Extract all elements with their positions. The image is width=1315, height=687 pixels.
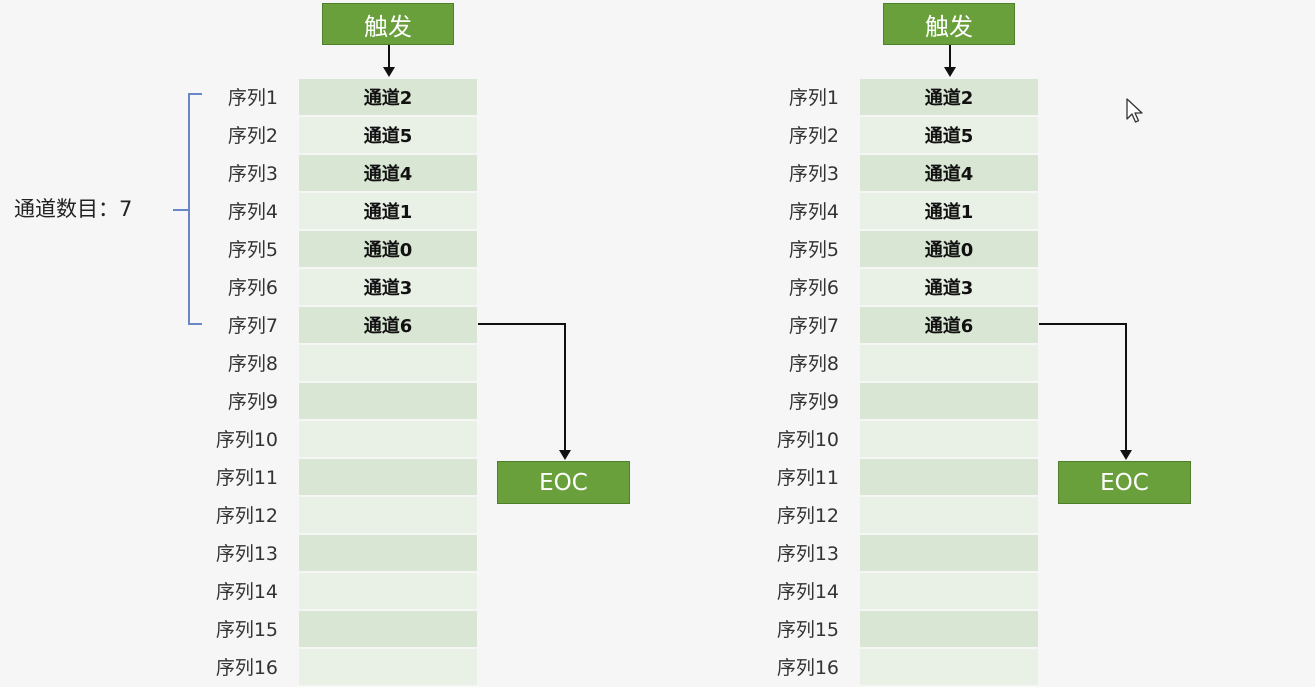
eoc-arrow-head: [559, 450, 571, 460]
sequence-label: 序列15: [776, 619, 839, 641]
sequence-cell: [860, 497, 1038, 534]
sequence-label: 序列10: [215, 429, 278, 451]
brace-top: [188, 93, 202, 95]
trigger-box: 触发: [883, 3, 1015, 45]
sequence-cell: [299, 345, 477, 382]
sequence-cell: [860, 535, 1038, 572]
scan-panel-right: 触发 EOC 序列1 通道2 序列2 通道5 序列3 通道4 序列4 通道1 序列5 通道0 序列6…: [0, 0, 1191, 687]
sequence-label: 序列3: [227, 163, 278, 185]
sequence-label: 序列14: [776, 581, 839, 603]
sequence-cell: [299, 459, 477, 496]
sequence-label: 序列9: [227, 391, 278, 413]
eoc-box: EOC: [1058, 461, 1191, 504]
scan-panel-left: 触发 EOC 序列1 通道2 序列2 通道5 序列3 通道4 序列4 通道1 序列5 通道0 序列6…: [0, 0, 640, 687]
trigger-arrow-line: [949, 45, 951, 69]
sequence-cell: 通道1: [860, 193, 1038, 230]
sequence-cell: [860, 459, 1038, 496]
sequence-label: 序列12: [776, 505, 839, 527]
brace-vertical: [188, 93, 190, 325]
sequence-cell: 通道5: [299, 117, 477, 154]
sequence-label: 序列11: [776, 467, 839, 489]
sequence-label: 序列3: [788, 163, 839, 185]
sequence-label: 序列5: [788, 239, 839, 261]
brace-bottom: [188, 323, 202, 325]
sequence-label: 序列11: [215, 467, 278, 489]
sequence-cell: [860, 611, 1038, 648]
sequence-cell: [860, 345, 1038, 382]
sequence-cell: [299, 535, 477, 572]
sequence-cell: [860, 573, 1038, 610]
trigger-arrow-head: [383, 67, 395, 77]
trigger-arrow-head: [944, 67, 956, 77]
sequence-label: 序列13: [215, 543, 278, 565]
channel-count-label: 通道数目：7: [14, 197, 133, 221]
sequence-label: 序列16: [215, 657, 278, 679]
sequence-cell: [299, 611, 477, 648]
sequence-label: 序列7: [227, 315, 278, 337]
sequence-label: 序列14: [215, 581, 278, 603]
sequence-cell: 通道0: [860, 231, 1038, 268]
sequence-cell: 通道3: [860, 269, 1038, 306]
sequence-label: 序列15: [215, 619, 278, 641]
brace-middle: [173, 209, 189, 211]
sequence-cell: 通道4: [860, 155, 1038, 192]
sequence-label: 序列1: [788, 87, 839, 109]
sequence-cell: 通道5: [860, 117, 1038, 154]
sequence-cell: 通道4: [299, 155, 477, 192]
trigger-box: 触发: [322, 3, 454, 45]
sequence-label: 序列6: [227, 277, 278, 299]
sequence-cell: [860, 421, 1038, 458]
sequence-cell: 通道0: [299, 231, 477, 268]
eoc-line-vertical: [564, 323, 566, 451]
sequence-cell: 通道2: [299, 79, 477, 116]
sequence-label: 序列7: [788, 315, 839, 337]
eoc-arrow-head: [1120, 450, 1132, 460]
sequence-cell: [299, 497, 477, 534]
sequence-label: 序列8: [227, 353, 278, 375]
sequence-cell: 通道2: [860, 79, 1038, 116]
sequence-label: 序列9: [788, 391, 839, 413]
sequence-label: 序列13: [776, 543, 839, 565]
eoc-line-horizontal: [1039, 323, 1127, 325]
eoc-line-vertical: [1125, 323, 1127, 451]
sequence-label: 序列10: [776, 429, 839, 451]
sequence-cell: [860, 649, 1038, 686]
eoc-box: EOC: [497, 461, 630, 504]
sequence-label: 序列6: [788, 277, 839, 299]
sequence-cell: 通道1: [299, 193, 477, 230]
sequence-cell: 通道6: [299, 307, 477, 344]
sequence-cell: [299, 649, 477, 686]
sequence-label: 序列8: [788, 353, 839, 375]
sequence-label: 序列12: [215, 505, 278, 527]
trigger-arrow-line: [388, 45, 390, 69]
sequence-cell: [860, 383, 1038, 420]
eoc-line-horizontal: [478, 323, 566, 325]
sequence-cell: [299, 421, 477, 458]
sequence-cell: [299, 573, 477, 610]
sequence-label: 序列1: [227, 87, 278, 109]
sequence-label: 序列4: [788, 201, 839, 223]
sequence-cell: [299, 383, 477, 420]
sequence-label: 序列16: [776, 657, 839, 679]
sequence-label: 序列2: [227, 125, 278, 147]
sequence-label: 序列5: [227, 239, 278, 261]
sequence-cell: 通道6: [860, 307, 1038, 344]
mouse-cursor-icon: [1126, 98, 1143, 123]
sequence-label: 序列4: [227, 201, 278, 223]
sequence-cell: 通道3: [299, 269, 477, 306]
sequence-label: 序列2: [788, 125, 839, 147]
